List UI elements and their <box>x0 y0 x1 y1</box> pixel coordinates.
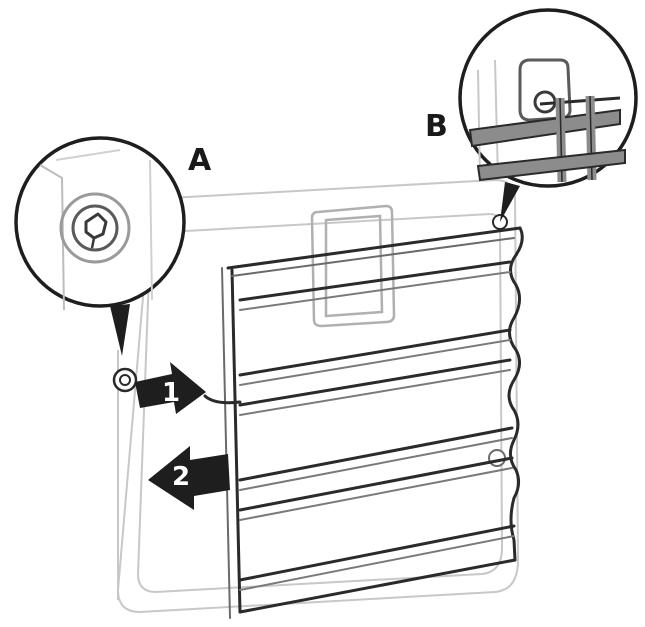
arrow-step-2 <box>148 446 230 510</box>
shelf-support-rack <box>221 226 524 619</box>
step-1-number: 1 <box>162 378 181 408</box>
label-a: A <box>188 143 212 178</box>
label-b: B <box>425 109 448 144</box>
step-2-number: 2 <box>172 462 191 492</box>
zoom-circle-a <box>14 136 186 311</box>
zoom-circle-b <box>458 8 638 188</box>
rear-stud <box>488 449 506 467</box>
pointer-a <box>110 304 130 356</box>
wall-panel-recess <box>310 204 396 328</box>
arrow-step-1 <box>135 362 206 414</box>
shelf-runners <box>238 260 516 591</box>
rack-hook-pin <box>203 394 242 405</box>
pointer-b <box>500 182 520 222</box>
mounting-stud-a <box>112 367 138 393</box>
